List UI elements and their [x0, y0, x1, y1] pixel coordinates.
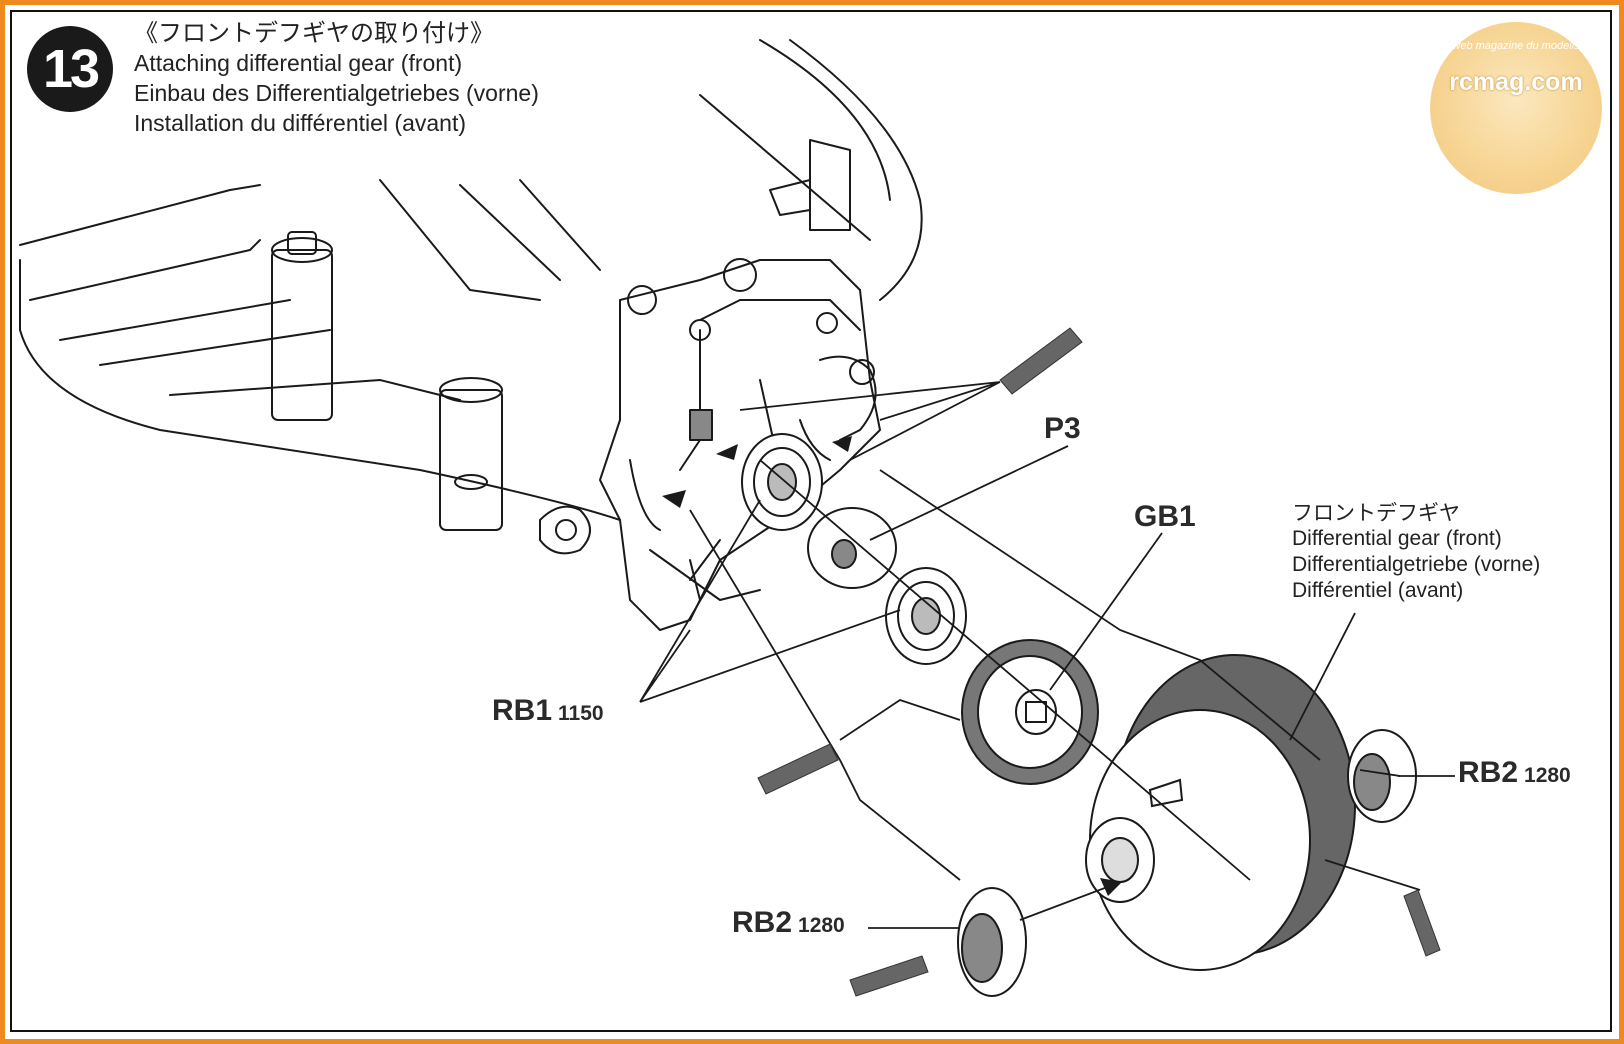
chassis-post	[439, 389, 503, 531]
rcmag-watermark: Le web magazine du modelisme rcmag.com	[1430, 22, 1602, 194]
leader-rb1	[639, 499, 901, 703]
callout-french: Différentiel (avant)	[1292, 579, 1464, 602]
step-title-block: 《フロントデフギヤの取り付け》 Attaching differential g…	[134, 18, 539, 138]
differential-callout: フロントデフギヤ Differential gear (front) Diffe…	[1292, 500, 1540, 604]
leader-p3	[869, 445, 1069, 541]
callout-german: Differentialgetriebe (vorne)	[1292, 553, 1541, 576]
label-gb1: GB1	[1134, 500, 1196, 533]
differential-gear	[1085, 654, 1356, 971]
label-rb2-left-code: 1280	[798, 914, 845, 937]
label-rb2-left-name: RB2	[732, 906, 793, 939]
grease-brush-icon	[849, 955, 929, 997]
chassis-post	[271, 249, 333, 421]
callout-japanese: フロントデフギヤ	[1292, 501, 1460, 525]
step-number-badge: 13	[27, 26, 113, 112]
title-german: Einbau des Differentialgetriebes (vorne)	[134, 80, 539, 106]
bearing-rb1-lower	[885, 567, 967, 665]
chassis-outline	[19, 259, 621, 521]
leader-gb1	[1049, 532, 1163, 691]
label-rb1-code: 1150	[558, 702, 604, 725]
grease-brush-icon	[999, 327, 1083, 395]
grease-brush-icon	[757, 743, 839, 795]
leader-callout	[1289, 612, 1356, 741]
bearing-rb2-left	[957, 887, 1027, 997]
label-rb2-right-name: RB2	[1458, 756, 1519, 789]
bearing-rb2-right	[1347, 729, 1417, 823]
bearing-rb1-upper	[741, 433, 823, 531]
pinion-gear-gb1	[961, 639, 1099, 785]
label-rb2-right-code: 1280	[1524, 764, 1571, 787]
instruction-border	[10, 10, 1612, 1032]
label-rb1-name: RB1	[492, 694, 553, 727]
title-japanese: 《フロントデフギヤの取り付け》	[134, 19, 494, 47]
watermark-tagline: Le web magazine du modelisme	[1437, 40, 1595, 52]
callout-english: Differential gear (front)	[1292, 527, 1502, 550]
spacer-p3	[807, 507, 897, 589]
label-p3: P3	[1044, 412, 1081, 445]
title-english: Attaching differential gear (front)	[134, 50, 463, 76]
title-french: Installation du différentiel (avant)	[134, 110, 466, 136]
grease-brush-icon	[1403, 889, 1441, 957]
chassis-rail	[19, 184, 261, 246]
watermark-brand: rcmag.com	[1449, 68, 1583, 96]
